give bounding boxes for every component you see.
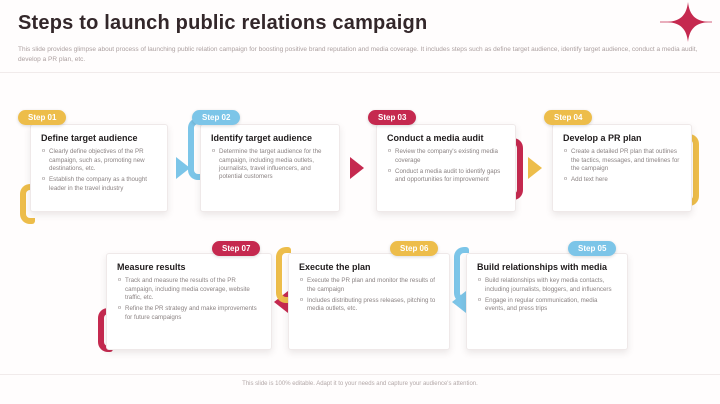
bullet: Create a detailed PR plan that outlines …: [563, 148, 683, 173]
step-2-title: Identify target audience: [211, 133, 313, 143]
step-7-bracket: [98, 308, 113, 352]
step-2-card: Identify target audience Determine the t…: [200, 124, 340, 212]
step-5-bracket: [454, 247, 469, 303]
step-5-card: Build relationships with media Build rel…: [466, 253, 628, 350]
bullet: Engage in regular communication, media e…: [477, 297, 619, 314]
header-divider: [0, 72, 720, 73]
bullet: Add text here: [563, 176, 683, 184]
step-7-badge: Step 07: [212, 241, 261, 256]
flow-arrow-2-3: [350, 157, 364, 179]
step-4-title: Develop a PR plan: [563, 133, 642, 143]
footer-divider: [0, 374, 720, 375]
step-6-badge: Step 06: [390, 241, 439, 256]
step-7-card: Measure results Track and measure the re…: [106, 253, 272, 350]
step-5-bullets: Build relationships with key media conta…: [477, 277, 619, 313]
flow-arrow-3-4: [528, 157, 542, 179]
step-1-bracket: [20, 184, 35, 224]
flow-arrow-1-2: [176, 157, 190, 179]
step-7-title: Measure results: [117, 262, 186, 272]
bullet: Track and measure the results of the PR …: [117, 277, 263, 302]
slide-footer-note: This slide is 100% editable. Adapt it to…: [242, 381, 478, 387]
step-1-bullets: Clearly define objectives of the PR camp…: [41, 148, 159, 193]
step-3-badge: Step 03: [368, 110, 417, 125]
step-2-bullets: Determine the target audience for the ca…: [211, 148, 331, 181]
step-3-card: Conduct a media audit Review the company…: [376, 124, 516, 212]
bullet: Includes distributing press releases, pi…: [299, 297, 441, 314]
step-1-title: Define target audience: [41, 133, 138, 143]
step-5-title: Build relationships with media: [477, 262, 608, 272]
step-6-title: Execute the plan: [299, 262, 371, 272]
bullet: Build relationships with key media conta…: [477, 277, 619, 294]
step-3-title: Conduct a media audit: [387, 133, 484, 143]
slide-subtitle: This slide provides glimpse about proces…: [18, 46, 698, 63]
step-4-bullets: Create a detailed PR plan that outlines …: [563, 148, 683, 184]
step-6-bracket: [276, 247, 291, 303]
bullet: Execute the PR plan and monitor the resu…: [299, 277, 441, 294]
bullet: Establish the company as a thought leade…: [41, 176, 159, 193]
step-2-badge: Step 02: [192, 110, 241, 125]
step-5-badge: Step 05: [568, 241, 617, 256]
step-7-bullets: Track and measure the results of the PR …: [117, 277, 263, 322]
bullet: Conduct a media audit to identify gaps a…: [387, 168, 507, 185]
step-1-card: Define target audience Clearly define ob…: [30, 124, 168, 212]
step-3-bullets: Review the company's existing media cove…: [387, 148, 507, 184]
page-title: Steps to launch public relations campaig…: [18, 12, 428, 34]
step-4-badge: Step 04: [544, 110, 593, 125]
bullet: Determine the target audience for the ca…: [211, 148, 331, 181]
bullet: Refine the PR strategy and make improvem…: [117, 305, 263, 322]
bullet: Review the company's existing media cove…: [387, 148, 507, 165]
bullet: Clearly define objectives of the PR camp…: [41, 148, 159, 173]
step-1-badge: Step 01: [18, 110, 67, 125]
sparkle-icon: [660, 2, 712, 42]
step-6-card: Execute the plan Execute the PR plan and…: [288, 253, 450, 350]
step-4-card: Develop a PR plan Create a detailed PR p…: [552, 124, 692, 212]
step-6-bullets: Execute the PR plan and monitor the resu…: [299, 277, 441, 313]
